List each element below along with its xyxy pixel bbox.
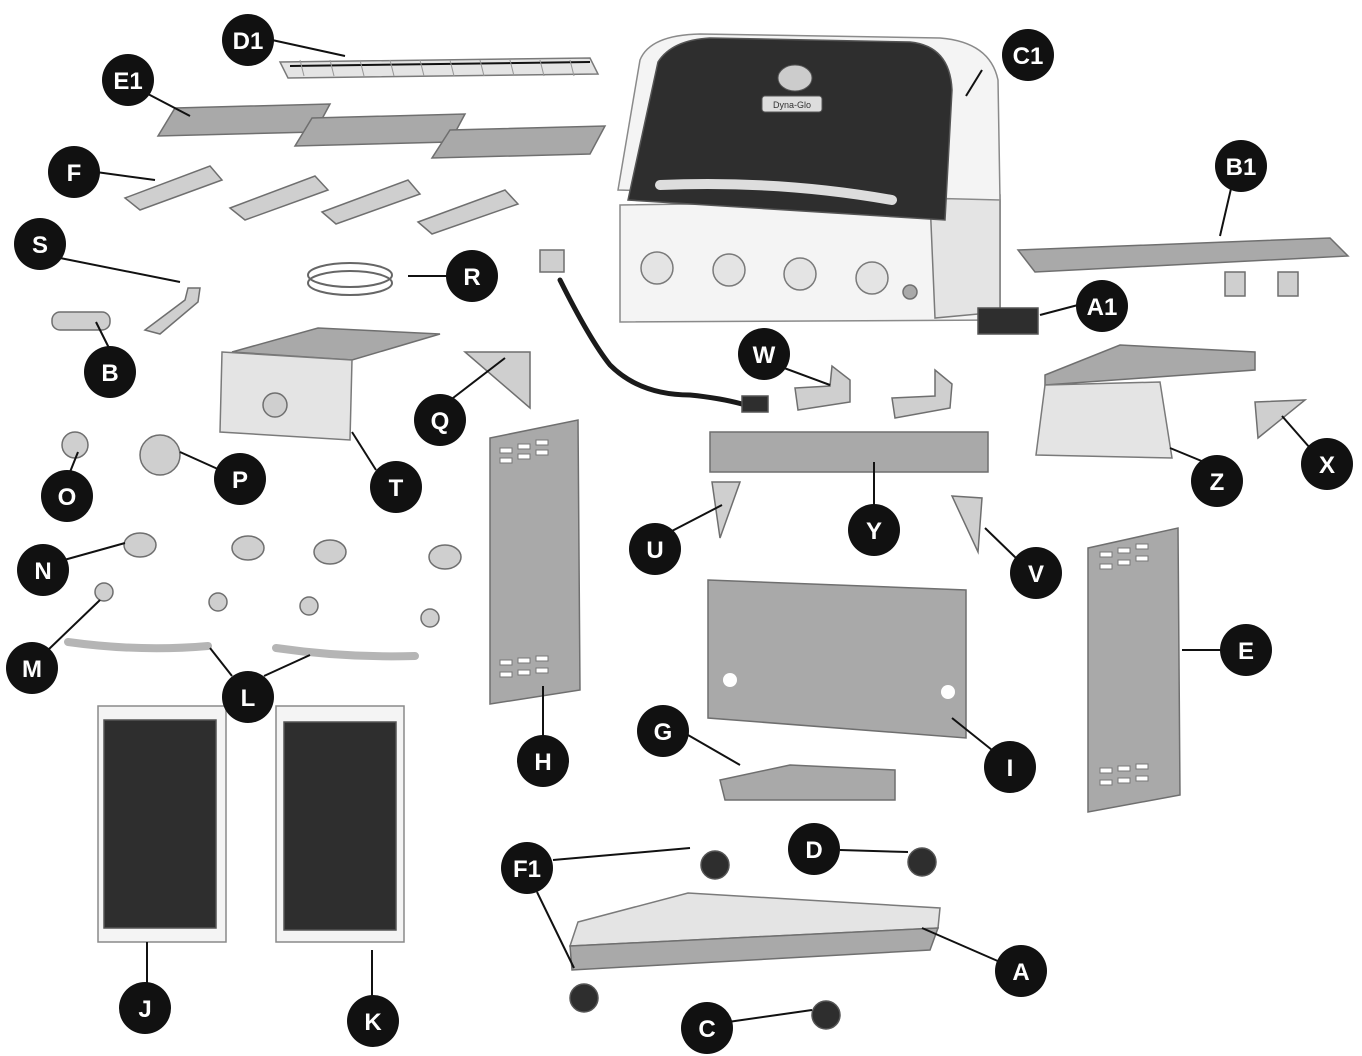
side-cover-part: [1035, 344, 1256, 459]
callout-e1: E1: [102, 54, 154, 106]
callout-w: W: [738, 328, 790, 380]
callout-b1-text: B1: [1226, 154, 1257, 181]
door-k-part: [275, 705, 405, 943]
gas-hose-part: [539, 249, 769, 413]
callout-l-text: L: [241, 685, 256, 712]
callout-n: N: [17, 544, 69, 596]
callout-h-text: H: [534, 749, 551, 776]
callout-b1: B1: [1215, 140, 1267, 192]
leader-lines: [47, 39, 1311, 1023]
callout-p-text: P: [232, 467, 248, 494]
callout-c-text: C: [698, 1016, 715, 1043]
callout-e: E: [1220, 624, 1272, 676]
callout-y-text: Y: [866, 518, 882, 545]
warming-rack-part: [278, 57, 600, 79]
callout-v: V: [1010, 547, 1062, 599]
callout-d1: D1: [222, 14, 274, 66]
washers-part: [94, 582, 440, 628]
callout-u-text: U: [646, 537, 663, 564]
callout-u: U: [629, 523, 681, 575]
callout-c1: C1: [1002, 29, 1054, 81]
brand-badge: Dyna-Glo: [773, 100, 811, 110]
callout-e1-text: E1: [113, 68, 142, 95]
callout-p: P: [214, 453, 266, 505]
side-burner-part: [219, 327, 441, 441]
casters-part: [569, 847, 937, 1030]
callout-r-text: R: [463, 264, 480, 291]
callout-q: Q: [414, 394, 466, 446]
side-panel-h-part: [489, 419, 581, 705]
callout-j: J: [119, 982, 171, 1034]
callout-t: T: [370, 461, 422, 513]
callout-x-text: X: [1319, 452, 1335, 479]
callout-c1-text: C1: [1013, 43, 1044, 70]
callout-s-text: S: [32, 232, 48, 259]
callout-k-text: K: [364, 1009, 382, 1036]
callout-x: X: [1301, 438, 1353, 490]
callout-y: Y: [848, 504, 900, 556]
bracket-w-part: [794, 364, 953, 419]
callout-g-text: G: [654, 719, 673, 746]
callout-f1: F1: [501, 842, 553, 894]
callout-o: O: [41, 470, 93, 522]
corner-bracket-q: [462, 351, 531, 410]
callout-f-text: F: [67, 160, 82, 187]
side-panel-e-part: [1087, 527, 1181, 813]
callout-j-text: J: [138, 996, 151, 1023]
callout-z: Z: [1191, 455, 1243, 507]
knob-p-part: [139, 434, 181, 476]
callout-o-text: O: [58, 484, 77, 511]
callout-a: A: [995, 945, 1047, 997]
door-j-part: [97, 705, 227, 943]
callout-f1-text: F1: [513, 856, 541, 883]
callout-a1: A1: [1076, 280, 1128, 332]
callout-n-text: N: [34, 558, 51, 585]
corner-bracket-u: [711, 481, 742, 539]
back-panel-part: [707, 579, 967, 739]
ring-part: [307, 262, 393, 296]
callout-f: F: [48, 146, 100, 198]
cooking-grates-part: [156, 103, 607, 159]
callout-v-text: V: [1028, 561, 1044, 588]
callout-m: M: [6, 642, 58, 694]
tank-holder-part: [719, 764, 896, 801]
handle-bracket-part: [51, 287, 201, 335]
callout-d-text: D: [805, 837, 822, 864]
callout-a1-text: A1: [1087, 294, 1118, 321]
callout-h: H: [517, 735, 569, 787]
grill-head-part: Dyna-Glo: [617, 33, 1001, 323]
callout-d1-text: D1: [233, 28, 264, 55]
callout-s: S: [14, 218, 66, 270]
callout-g: G: [637, 705, 689, 757]
callout-w-text: W: [753, 342, 776, 369]
callout-a-text: A: [1012, 959, 1029, 986]
corner-bracket-x: [1254, 399, 1308, 440]
bottom-shelf-part: [568, 892, 941, 971]
callout-i: I: [984, 741, 1036, 793]
callout-c: C: [681, 1002, 733, 1054]
side-shelf-part: [1016, 237, 1350, 297]
callout-q-text: Q: [431, 408, 450, 435]
callout-l: L: [222, 671, 274, 723]
callout-e-text: E: [1238, 638, 1254, 665]
callout-z-text: Z: [1210, 469, 1225, 496]
callout-r: R: [446, 250, 498, 302]
crossbar-part: [709, 431, 989, 473]
corner-bracket-v: [950, 495, 983, 555]
callout-k: K: [347, 995, 399, 1047]
knob-o-part: [61, 431, 89, 459]
callout-d: D: [788, 823, 840, 875]
callout-b: B: [84, 346, 136, 398]
heat-plates-part: [123, 165, 520, 235]
callout-b-text: B: [101, 360, 118, 387]
igniter-box-part: [977, 307, 1039, 335]
callout-t-text: T: [389, 475, 404, 502]
door-handles-part: [64, 638, 419, 661]
callout-i-text: I: [1007, 755, 1014, 782]
callout-m-text: M: [22, 656, 42, 683]
bezels-part: [123, 532, 462, 570]
